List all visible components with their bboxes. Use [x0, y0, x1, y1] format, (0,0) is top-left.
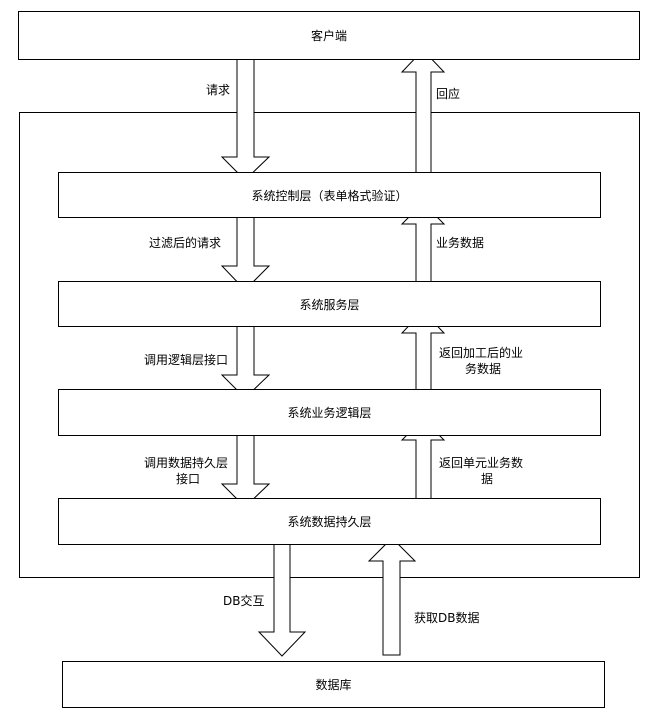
- processed-data-label-line1: 返回加工后的业: [439, 346, 524, 360]
- service-layer-label: 系统服务层: [299, 297, 360, 312]
- controller-layer-node: 系统控制层（表单格式验证）: [58, 172, 601, 218]
- call-persistence-label-line2: 接口: [176, 472, 201, 486]
- db-interaction-label: DB交互: [223, 594, 265, 608]
- service-layer-node: 系统服务层: [58, 281, 601, 327]
- request-label: 请求: [206, 83, 231, 97]
- business-logic-layer-label: 系统业务逻辑层: [287, 406, 372, 420]
- database-node: 数据库: [62, 661, 605, 708]
- db-interaction-arrow: [257, 537, 307, 657]
- business-data-label: 业务数据: [436, 236, 485, 250]
- client-node: 客户端: [18, 11, 640, 60]
- response-arrow: [400, 49, 446, 182]
- response-label: 回应: [436, 87, 461, 101]
- call-persistence-arrow: [220, 427, 271, 508]
- processed-data-label-line2: 务数据: [465, 362, 502, 376]
- call-logic-arrow: [220, 319, 271, 399]
- fetch-db-data-arrow: [367, 537, 417, 656]
- business-logic-layer-node: 系统业务逻辑层: [58, 389, 601, 436]
- call-logic-label: 调用逻辑层接口: [144, 353, 229, 367]
- database-node-label: 数据库: [315, 678, 352, 692]
- unit-data-label-line1: 返回单元业务数: [439, 456, 524, 470]
- fetch-db-data-label: 获取DB数据: [414, 611, 480, 625]
- filtered-request-arrow: [220, 211, 271, 291]
- filtered-request-label: 过滤后的请求: [149, 236, 222, 250]
- unit-data-label-line2: 据: [481, 472, 494, 486]
- persistence-layer-node: 系统数据持久层: [58, 498, 601, 545]
- controller-layer-label: 系统控制层（表单格式验证）: [251, 188, 408, 203]
- call-persistence-label-line1: 调用数据持久层: [144, 456, 229, 470]
- system-boundary-frame: [19, 112, 640, 578]
- request-arrow: [220, 44, 271, 181]
- client-node-label: 客户端: [310, 29, 347, 43]
- persistence-layer-label: 系统数据持久层: [287, 515, 372, 529]
